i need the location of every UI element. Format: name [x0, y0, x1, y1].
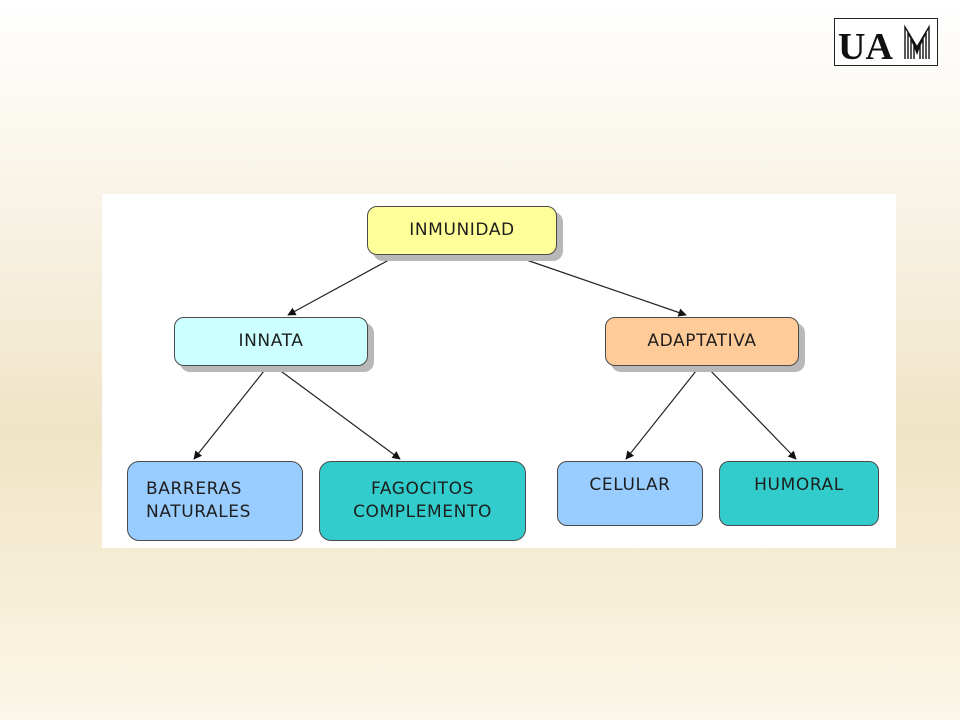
uam-logo-letters-ua: UA	[838, 26, 893, 65]
node-innata: INNATA	[174, 317, 368, 366]
diagram-edges	[193, 254, 797, 460]
diagram-panel: INMUNIDAD INNATA ADAPTATIVA BARRERAS NAT…	[102, 194, 896, 548]
node-adaptativa: ADAPTATIVA	[605, 317, 799, 366]
node-barreras-line1: BARRERAS	[146, 479, 243, 500]
node-fagocitos-line2: COMPLEMENTO	[353, 502, 492, 522]
uam-logo-mark: UA	[835, 19, 937, 65]
edge-innata-barreras	[193, 365, 269, 460]
edge-adaptativa-celular	[625, 365, 701, 460]
edge-root-innata	[287, 254, 399, 316]
uam-logo-m-mark	[904, 24, 930, 59]
edge-adaptativa-humoral	[705, 365, 797, 460]
edge-root-adaptativa	[511, 254, 687, 317]
node-adaptativa-label: ADAPTATIVA	[647, 331, 757, 352]
uam-logo: UA	[834, 18, 938, 66]
node-celular-label: CELULAR	[589, 475, 671, 495]
node-barreras-naturales: BARRERAS NATURALES	[127, 461, 303, 541]
node-celular: CELULAR	[557, 461, 703, 526]
node-innata-label: INNATA	[238, 331, 304, 352]
node-humoral: HUMORAL	[719, 461, 879, 526]
node-humoral-label: HUMORAL	[754, 475, 844, 495]
node-inmunidad: INMUNIDAD	[367, 206, 557, 255]
node-barreras-line2: NATURALES	[146, 502, 252, 522]
node-fagocitos-line1: FAGOCITOS	[371, 479, 474, 500]
node-fagocitos-complemento: FAGOCITOS COMPLEMENTO	[319, 461, 526, 541]
edge-innata-fagocitos	[273, 365, 401, 460]
node-inmunidad-label: INMUNIDAD	[409, 220, 515, 241]
